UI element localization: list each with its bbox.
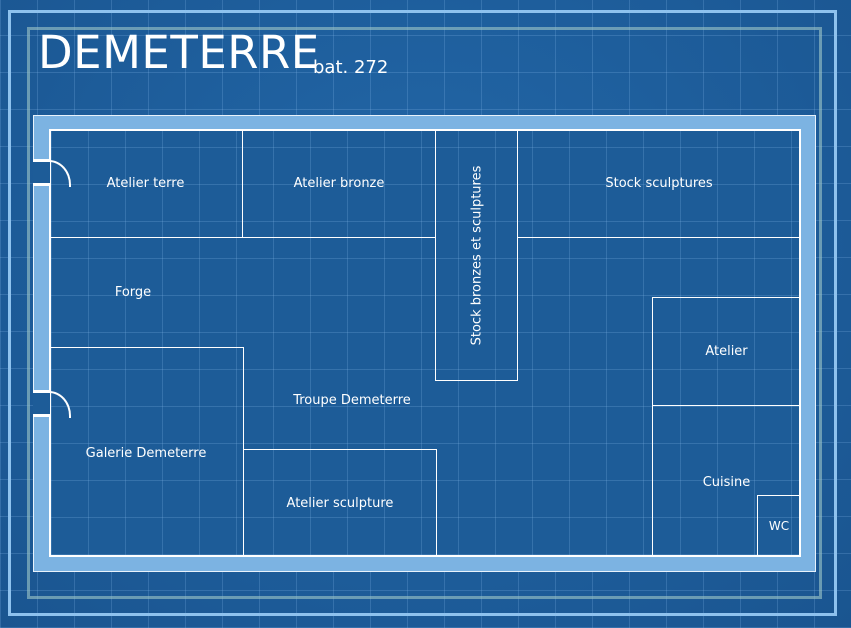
building-number: bat. 272 xyxy=(313,57,389,78)
room-label: Atelier sculpture xyxy=(286,495,394,511)
door-top xyxy=(33,159,50,186)
room-label: Atelier bronze xyxy=(293,176,385,191)
room-galerie-demeterre[interactable]: Galerie Demeterre xyxy=(49,348,243,558)
room-stock-bronzes[interactable]: Stock bronzes et sculptures xyxy=(436,130,517,380)
room-cuisine[interactable]: Cuisine xyxy=(653,466,800,498)
room-wc[interactable]: WC xyxy=(758,496,800,556)
room-label: Atelier xyxy=(705,344,748,359)
room-label: WC xyxy=(768,519,790,533)
partition xyxy=(652,297,801,406)
room-label: Cuisine xyxy=(702,474,751,490)
room-label: Forge xyxy=(114,285,152,300)
room-forge[interactable]: Forge xyxy=(49,238,217,347)
partition xyxy=(435,129,518,381)
partition xyxy=(517,237,800,238)
outer-frame xyxy=(8,10,837,616)
partition xyxy=(652,405,653,556)
partition xyxy=(49,347,244,348)
room-label: Stock bronzes et sculptures xyxy=(469,165,485,345)
room-atelier-bronze[interactable]: Atelier bronze xyxy=(243,130,435,237)
partition xyxy=(243,449,437,557)
building-title: DEMETERRE xyxy=(38,26,320,79)
partition xyxy=(242,129,243,237)
room-label: Stock sculptures xyxy=(605,176,713,191)
room-label: Atelier terre xyxy=(106,176,185,191)
room-label: Troupe Demeterre xyxy=(293,392,411,408)
room-label: Galerie Demeterre xyxy=(85,445,207,461)
door-bottom xyxy=(33,390,50,417)
room-stock-sculptures[interactable]: Stock sculptures xyxy=(518,130,800,237)
partition xyxy=(49,237,435,238)
inner-frame xyxy=(27,27,822,599)
room-troupe-demeterre[interactable]: Troupe Demeterre xyxy=(244,380,460,420)
room-atelier[interactable]: Atelier xyxy=(653,298,800,405)
room-atelier-terre[interactable]: Atelier terre xyxy=(49,130,242,237)
room-atelier-sculpture[interactable]: Atelier sculpture xyxy=(244,450,436,556)
partition xyxy=(757,495,801,557)
